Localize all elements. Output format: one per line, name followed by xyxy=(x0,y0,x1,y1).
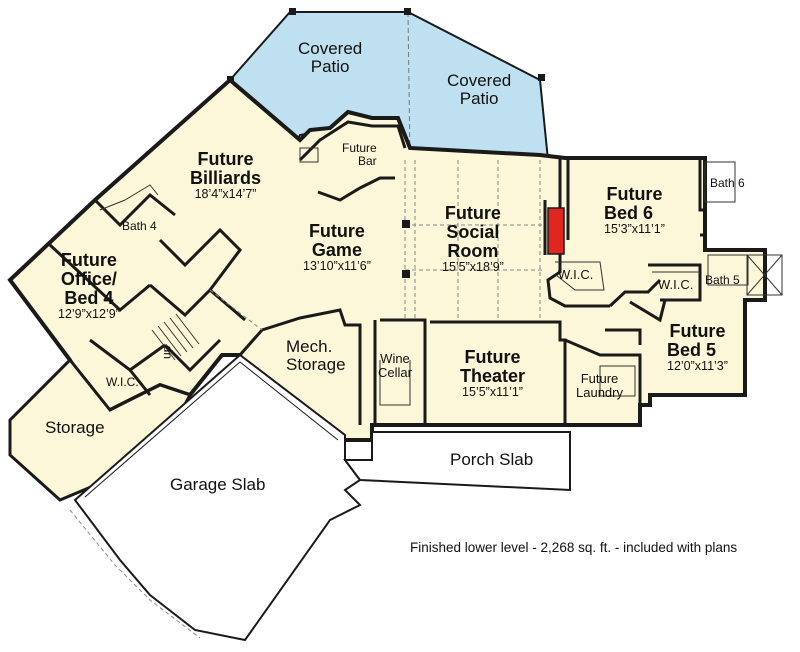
social-room-label: Future Social Room 15’5”x18’9” xyxy=(442,204,504,274)
office-line1: Future xyxy=(60,250,117,270)
bed5-line1: Future xyxy=(669,321,726,341)
social-line1: Future xyxy=(444,203,501,223)
laundry-line2: Laundry xyxy=(576,384,623,400)
theater-line1: Future xyxy=(464,347,521,367)
stair-up-label: up xyxy=(159,345,174,359)
laundry-line1: Future xyxy=(580,371,619,386)
columns xyxy=(402,220,410,278)
bath5-label: Bath 5 xyxy=(705,273,740,287)
covered-patio-right-line1: Covered xyxy=(447,71,512,90)
bed5-label: Future Bed 5 12’0”x11’3” xyxy=(667,322,728,373)
billiards-line2: Billiards xyxy=(190,167,262,188)
storage-room xyxy=(8,357,193,502)
garage-slab-inner-edge xyxy=(84,361,339,498)
bath6-label: Bath 6 xyxy=(710,176,745,190)
porch-slab xyxy=(343,431,571,492)
bar-label: Future Bar xyxy=(342,142,377,167)
fixture-lines xyxy=(99,147,783,406)
patio-divider xyxy=(407,11,411,161)
interior-walls xyxy=(48,120,707,425)
dashed-beams xyxy=(209,160,545,331)
game-line1: Future xyxy=(308,221,365,241)
bar-line2: Bar xyxy=(358,153,377,168)
billiards-dims: 18’4”x14’7” xyxy=(194,186,257,201)
game-line2: Game xyxy=(311,239,362,260)
game-dims: 13’10”x11’6” xyxy=(303,258,371,273)
theater-line2: Theater xyxy=(460,365,526,386)
mech-storage-label: Mech. Storage xyxy=(286,338,346,374)
covered-patio-right-label: Covered Patio xyxy=(447,72,511,108)
bed5-line2: Bed 5 xyxy=(667,339,717,360)
billiards-label: Future Billiards 18’4”x14’7” xyxy=(190,150,261,201)
social-line2: Social xyxy=(446,221,500,242)
wic-left-label: W.I.C. xyxy=(106,375,139,389)
covered-patio-right-line2: Patio xyxy=(459,88,499,108)
office-line2: Office/ xyxy=(60,268,117,289)
office-dims: 12’9”x12’9” xyxy=(58,306,120,321)
wine-line2: Cellar xyxy=(378,364,412,380)
laundry-label: Future Laundry xyxy=(576,372,623,399)
bar-line1: Future xyxy=(342,141,377,155)
wic-right-label: W.I.C. xyxy=(558,267,594,282)
social-line3: Room xyxy=(447,240,499,261)
theater-dims: 15’5”x11’1” xyxy=(462,384,523,399)
covered-patio-left-line1: Covered xyxy=(298,39,363,58)
garage-slab-label: Garage Slab xyxy=(170,475,266,494)
mech-line2: Storage xyxy=(286,354,346,374)
game-label: Future Game 13’10”x11’6” xyxy=(303,222,371,273)
covered-patio-left-label: Covered Patio xyxy=(298,40,362,76)
bath4-label: Bath 4 xyxy=(122,219,157,233)
wine-line1: Wine xyxy=(380,351,410,366)
mech-line1: Mech. xyxy=(286,337,333,356)
finished-floor xyxy=(7,77,767,482)
office-line3: Bed 4 xyxy=(64,287,114,308)
garage-slab xyxy=(73,353,362,642)
billiards-line1: Future xyxy=(197,149,254,169)
porch-slab-label: Porch Slab xyxy=(450,450,534,469)
plan-caption: Finished lower level - 2,268 sq. ft. - i… xyxy=(410,540,738,555)
theater-label: Future Theater 15’5”x11’1” xyxy=(460,348,525,399)
storage-label: Storage xyxy=(45,418,105,437)
bed6-dims: 15’3”x11’1” xyxy=(604,221,665,236)
wic-mid-label: W.I.C. xyxy=(658,277,694,292)
bed6-line2: Bed 6 xyxy=(604,202,654,223)
fireplace xyxy=(547,207,565,255)
bed6-label: Future Bed 6 15’3”x11’1” xyxy=(604,185,665,236)
bed6-line1: Future xyxy=(606,184,663,204)
bed5-dims: 12’0”x11’3” xyxy=(667,358,728,373)
garage-slab-dashed-edge xyxy=(69,509,201,639)
covered-patio-left-line2: Patio xyxy=(310,56,350,76)
office-label: Future Office/ Bed 4 12’9”x12’9” xyxy=(58,251,120,321)
wine-cellar-label: Wine Cellar xyxy=(378,352,412,379)
social-dims: 15’5”x18’9” xyxy=(442,259,504,274)
